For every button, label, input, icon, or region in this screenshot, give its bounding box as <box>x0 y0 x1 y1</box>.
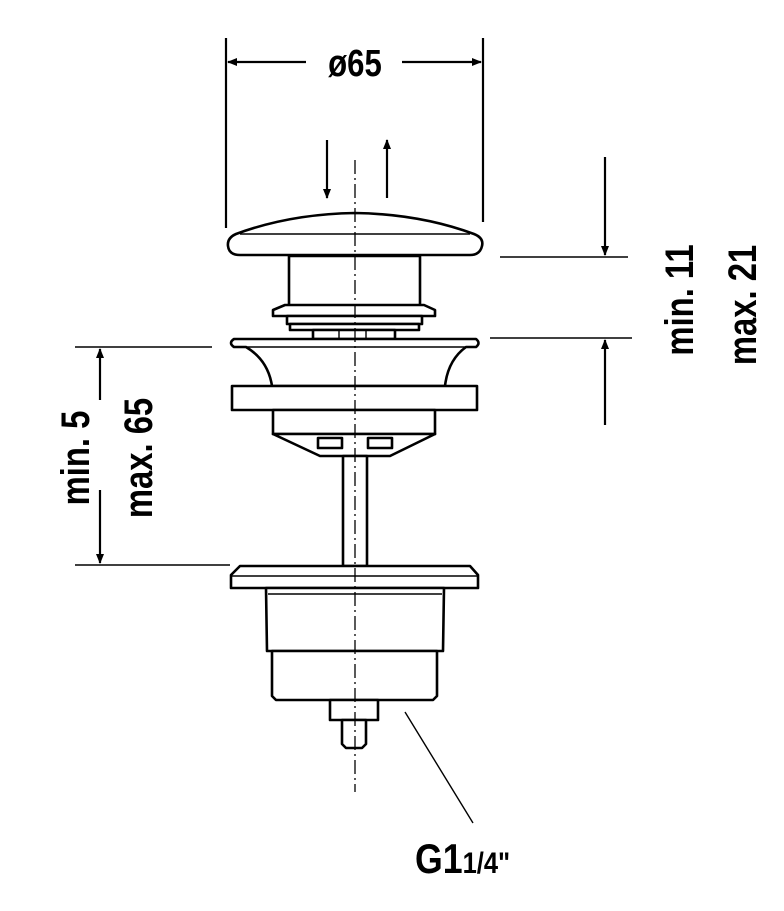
thread-callout: G11/4" <box>404 711 510 883</box>
thread-size-fraction: 1/4" <box>463 846 511 879</box>
right-min-label: min. 11 <box>657 244 702 355</box>
thread-label: G11/4" <box>415 836 510 882</box>
diameter-label: ø65 <box>328 43 382 85</box>
right-height-dimension: min. 11 max. 21 <box>490 157 765 425</box>
thread-size-main: G1 <box>415 836 463 882</box>
push-direction-arrows <box>323 139 391 199</box>
diameter-dimension: ø65 <box>224 38 485 228</box>
left-min-label: min. 5 <box>53 411 98 506</box>
right-max-label: max. 21 <box>720 245 765 365</box>
left-max-label: max. 65 <box>116 398 161 518</box>
left-height-dimension: min. 5 max. 65 <box>53 346 230 566</box>
